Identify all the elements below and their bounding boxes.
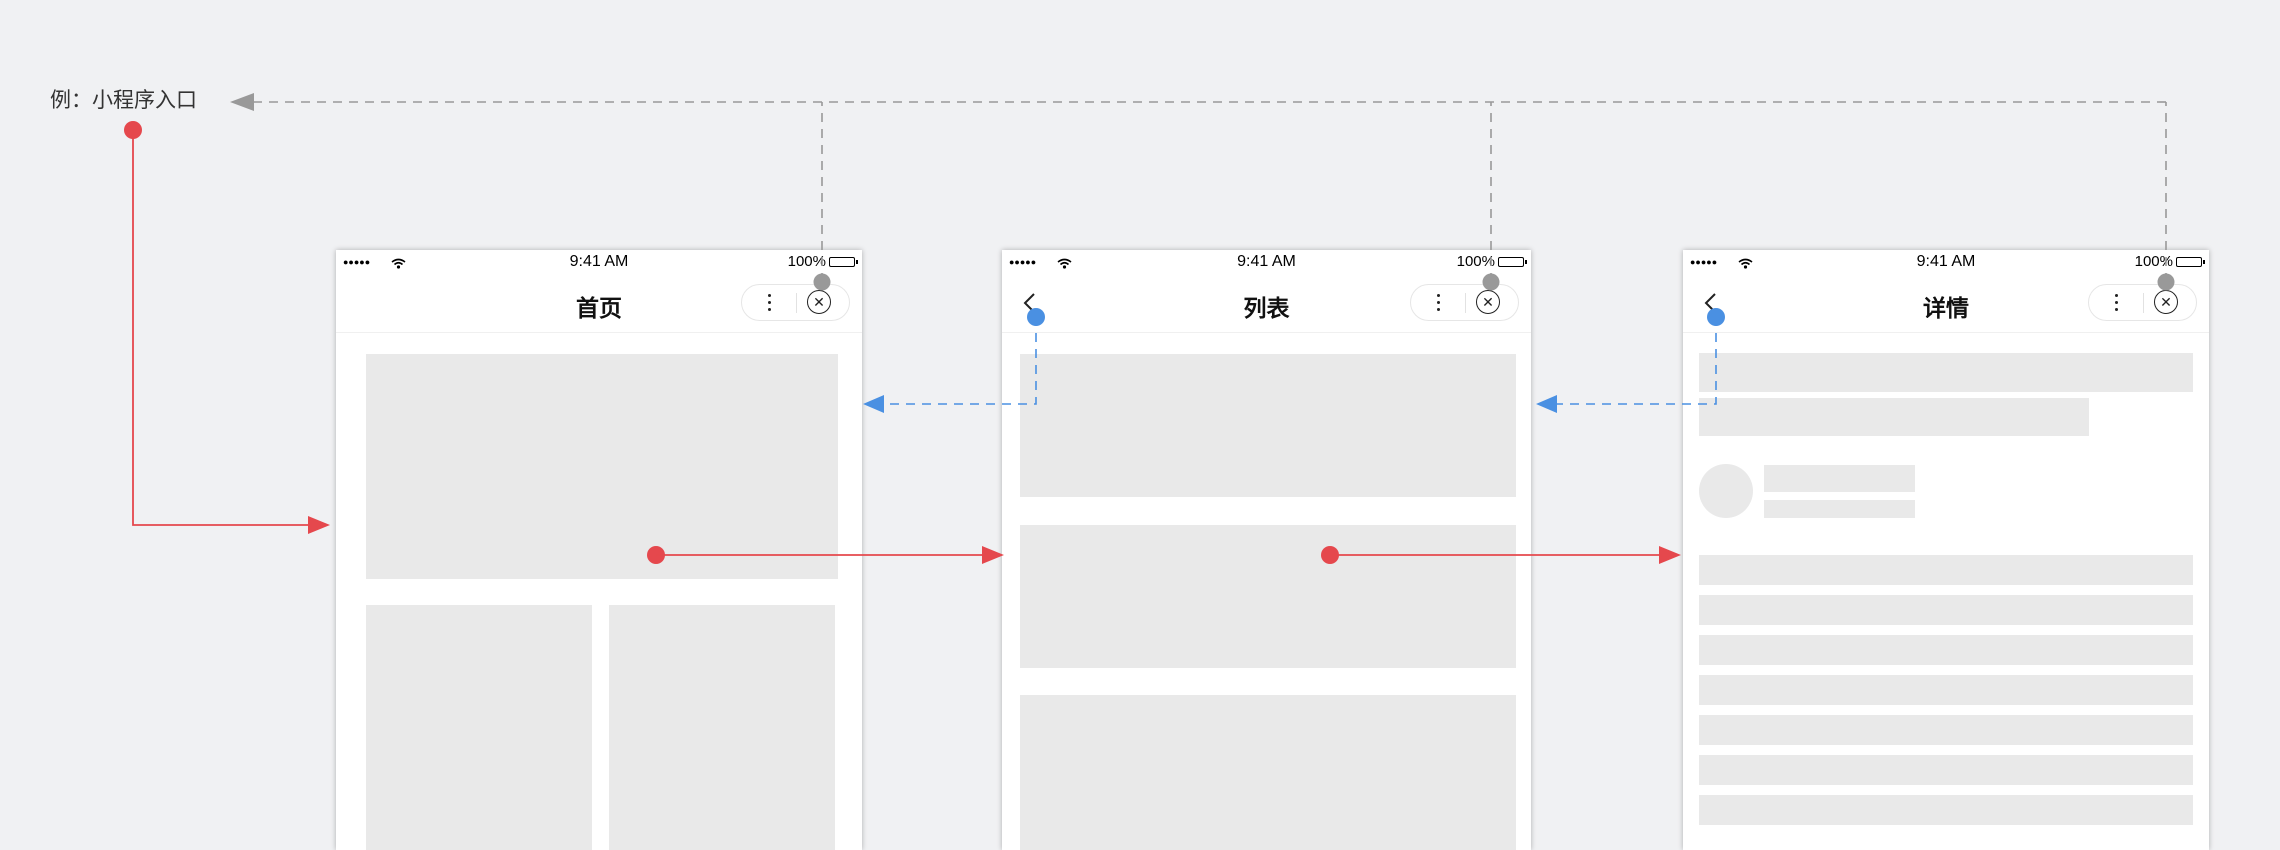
back-flow-line: [880, 317, 1037, 405]
forward-flow-line: [132, 130, 312, 526]
wifi-icon: [1057, 256, 1072, 274]
more-dots-icon: [2114, 294, 2118, 311]
card-placeholder[interactable]: [609, 605, 835, 850]
back-flow: [863, 308, 1725, 413]
phone-home: ●●●●● 9:41 AM 100% 首页 ✕: [336, 250, 862, 850]
battery-indicator: 100%: [2134, 253, 2205, 270]
nav-bar: 首页 ✕: [336, 274, 862, 333]
signal-dots-icon: ●●●●●: [343, 257, 371, 267]
exit-flow-arrowhead: [230, 93, 254, 111]
signal-dots-icon: ●●●●●: [1690, 257, 1718, 267]
list-item-placeholder[interactable]: [1020, 354, 1516, 497]
capsule-menu: ✕: [741, 284, 850, 321]
more-button[interactable]: [742, 285, 796, 320]
battery-percent: 100%: [1456, 253, 1495, 270]
card-placeholder[interactable]: [366, 605, 592, 850]
capsule-menu: ✕: [2088, 284, 2197, 321]
content-line-placeholder: [1699, 675, 2193, 705]
back-flow-line: [1554, 317, 1717, 405]
battery-icon: [1498, 256, 1527, 267]
back-flow-dot: [1027, 308, 1045, 326]
page-title: 详情: [1923, 295, 1969, 321]
phone-list: ●●●●● 9:41 AM 100% 列表 ✕: [1002, 250, 1531, 850]
capsule-menu: ✕: [1410, 284, 1519, 321]
close-circle-icon[interactable]: ✕: [807, 290, 831, 314]
wifi-icon: [1738, 256, 1753, 274]
content-line-placeholder: [1699, 795, 2193, 825]
capsule-divider: [1465, 293, 1466, 313]
content-line-placeholder: [1699, 555, 2193, 585]
battery-icon: [2176, 256, 2205, 267]
back-flow-dot: [1707, 308, 1725, 326]
page-title: 列表: [1243, 295, 1290, 321]
status-bar: ●●●●● 9:41 AM 100%: [1683, 250, 2209, 274]
forward-flow-arrowhead: [308, 516, 330, 534]
list-item-placeholder[interactable]: [1020, 525, 1516, 668]
more-dots-icon: [767, 294, 771, 311]
nav-bar: 详情 ✕: [1683, 274, 2209, 333]
back-flow-arrowhead: [863, 395, 884, 413]
battery-percent: 100%: [2134, 253, 2173, 270]
exit-flow-dot: [1482, 273, 1500, 291]
capsule-divider: [796, 293, 797, 313]
flow-overlay: [124, 93, 2175, 564]
back-flow-arrowhead: [1536, 395, 1557, 413]
wifi-icon: [391, 256, 406, 274]
exit-flow-dot: [2157, 273, 2175, 291]
entry-label: 例：小程序入口: [50, 89, 197, 112]
phone-detail: ●●●●● 9:41 AM 100% 详情 ✕: [1683, 250, 2209, 850]
content-line-placeholder: [1699, 715, 2193, 745]
status-bar: ●●●●● 9:41 AM 100%: [336, 250, 862, 274]
exit-flow: [230, 93, 2175, 291]
status-bar: ●●●●● 9:41 AM 100%: [1002, 250, 1531, 274]
status-time: 9:41 AM: [1237, 253, 1296, 270]
avatar-placeholder: [1699, 464, 1753, 518]
more-button[interactable]: [2089, 285, 2143, 320]
content-line-placeholder: [1699, 635, 2193, 665]
signal-dots-icon: ●●●●●: [1009, 257, 1037, 267]
more-dots-icon: [1436, 294, 1440, 311]
battery-percent: 100%: [787, 253, 826, 270]
subtitle-placeholder: [1699, 398, 2089, 436]
exit-flow-dot: [813, 273, 831, 291]
content-line-placeholder: [1699, 755, 2193, 785]
close-circle-icon[interactable]: ✕: [1476, 290, 1500, 314]
banner-placeholder[interactable]: [366, 354, 838, 579]
forward-flow-arrowhead: [1659, 546, 1681, 564]
chevron-left-icon[interactable]: [1020, 292, 1040, 314]
author-name-placeholder: [1764, 465, 1915, 492]
author-meta-placeholder: [1764, 500, 1915, 518]
list-item-placeholder[interactable]: [1020, 695, 1516, 850]
battery-indicator: 100%: [787, 253, 858, 270]
status-time: 9:41 AM: [1916, 253, 1976, 270]
capsule-divider: [2143, 293, 2144, 313]
battery-icon: [829, 256, 858, 267]
forward-flow-arrowhead: [982, 546, 1004, 564]
title-placeholder: [1699, 353, 2193, 392]
content-line-placeholder: [1699, 595, 2193, 625]
battery-indicator: 100%: [1456, 253, 1527, 270]
status-time: 9:41 AM: [569, 253, 629, 270]
more-button[interactable]: [1411, 285, 1465, 320]
nav-bar: 列表 ✕: [1002, 274, 1531, 333]
forward-flow: [124, 121, 1681, 564]
page-title: 首页: [576, 295, 622, 321]
